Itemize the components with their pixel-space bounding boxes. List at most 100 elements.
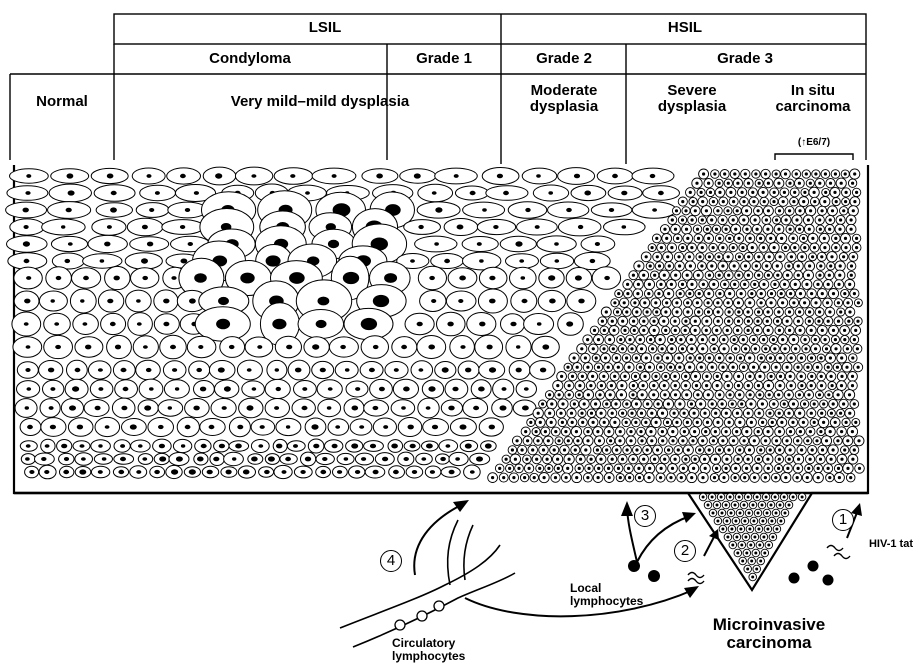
cell [733, 264, 736, 267]
cell [767, 467, 770, 470]
cell [623, 301, 626, 304]
cell [819, 264, 822, 267]
cell [790, 384, 793, 387]
cell [745, 209, 748, 212]
cell [792, 496, 795, 499]
cell [772, 402, 775, 405]
cell [831, 384, 834, 387]
cell [853, 402, 856, 405]
cell [581, 375, 584, 378]
cell [718, 292, 721, 295]
cell [718, 191, 721, 194]
cell [853, 338, 856, 341]
cell [49, 406, 54, 410]
cell [24, 322, 29, 326]
cell [613, 329, 616, 332]
cell [747, 458, 750, 461]
cell [690, 347, 693, 350]
cell [393, 470, 399, 474]
cell [302, 387, 307, 391]
cell [726, 329, 729, 332]
cell [194, 273, 207, 282]
cell [538, 467, 541, 470]
cell [779, 504, 782, 507]
cell [797, 320, 800, 323]
cell [617, 467, 620, 470]
cell [431, 299, 436, 303]
cell [26, 444, 31, 448]
cell [587, 393, 590, 396]
cell [141, 258, 148, 263]
severe-dysplasia-label: Severe dysplasia [634, 83, 750, 115]
cell [800, 375, 803, 378]
cell [854, 329, 857, 332]
cell [725, 430, 728, 433]
cell [743, 520, 746, 523]
cell [821, 209, 824, 212]
cell [670, 338, 673, 341]
cell [641, 393, 644, 396]
cell [778, 384, 781, 387]
cell [701, 200, 704, 203]
cell [752, 366, 755, 369]
cell [828, 274, 831, 277]
cell [843, 292, 846, 295]
cell [757, 512, 760, 515]
cell [754, 172, 757, 175]
cell [547, 439, 550, 442]
cell [446, 444, 451, 448]
cell [671, 430, 674, 433]
cell [566, 467, 569, 470]
cell [744, 264, 747, 267]
cell [855, 246, 858, 249]
cell [600, 384, 603, 387]
cell [637, 264, 640, 267]
cell [822, 402, 825, 405]
cell [136, 299, 141, 302]
cell [580, 412, 583, 415]
cell [786, 274, 789, 277]
cell [669, 366, 672, 369]
grade1-label: Grade 1 [392, 51, 496, 67]
cell [107, 225, 112, 229]
cell [707, 292, 710, 295]
cell [842, 255, 845, 258]
cell [648, 283, 651, 286]
cell [561, 402, 564, 405]
cell [660, 467, 663, 470]
cell [798, 393, 801, 396]
cell [26, 174, 31, 178]
cell [765, 218, 768, 221]
cell [766, 458, 769, 461]
cell [726, 209, 729, 212]
cell [837, 393, 840, 396]
cell [537, 412, 540, 415]
cell [846, 301, 849, 304]
cell [826, 301, 829, 304]
cell [845, 191, 848, 194]
cell [756, 496, 759, 499]
cell [421, 457, 426, 461]
cell [734, 504, 737, 507]
cell [789, 292, 792, 295]
cell [622, 225, 627, 228]
cell [645, 255, 648, 258]
cell [691, 439, 694, 442]
cell [613, 375, 616, 378]
cell [762, 283, 765, 286]
cell [747, 329, 750, 332]
cell [764, 439, 767, 442]
cell [391, 444, 398, 449]
cell [537, 322, 542, 325]
cell [170, 345, 176, 349]
cell [547, 467, 550, 470]
cell [740, 402, 743, 405]
cell [664, 310, 667, 313]
cell [777, 182, 780, 185]
cell [579, 458, 582, 461]
cell [597, 476, 600, 479]
cell [575, 430, 578, 433]
cell [842, 402, 845, 405]
cell [632, 320, 635, 323]
cell [705, 320, 708, 323]
